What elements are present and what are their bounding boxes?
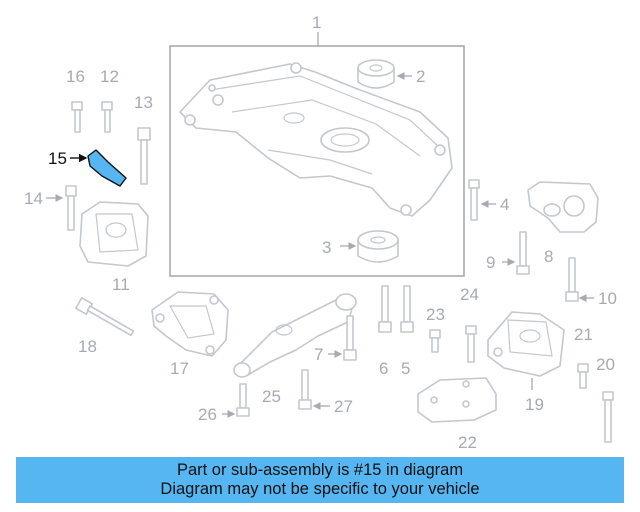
bolt-14: 14 [24,185,77,231]
mount-11: 11 [79,201,149,294]
bolt-12: 12 [100,67,119,133]
bolt-7: 7 [314,315,357,364]
bolt-26: 26 [198,383,250,424]
callout-6: 6 [379,359,388,378]
bracket-15: 15 [48,149,127,187]
callout-18: 18 [78,337,97,356]
bolt-18: 18 [75,297,135,356]
mount-3: 3 [322,230,399,263]
mount-22: 22 [417,377,497,452]
banner-line-2: Diagram may not be specific to your vehi… [160,480,480,498]
mount-8: 8 [527,181,599,266]
mount-19: 19 [487,311,565,414]
parts-diagram: 1 2 3 [24,13,617,452]
callout-14: 14 [24,189,43,208]
callout-3: 3 [322,238,331,257]
callout-5: 5 [401,359,410,378]
torque-arm-25: 25 [233,293,357,406]
bolt-10: 10 [565,257,617,308]
bolt-16: 16 [66,67,85,133]
callout-15: 15 [48,149,67,168]
callout-7: 7 [314,345,323,364]
callout-22: 22 [458,433,477,452]
callout-13: 13 [134,93,153,112]
mount-2: 2 [357,59,425,89]
callout-17: 17 [170,359,189,378]
callout-11: 11 [112,275,130,294]
bolt-13: 13 [134,93,153,185]
info-banner: Part or sub-assembly is #15 in diagram D… [16,457,624,503]
callout-2: 2 [416,67,425,86]
subframe-frame [169,45,465,277]
callout-9: 9 [486,253,495,272]
bolt-9: 9 [486,231,530,275]
callout-24: 24 [460,285,479,304]
subframe-part [179,62,453,217]
callout-10: 10 [598,289,617,308]
callout-12: 12 [100,67,119,86]
callout-20: 20 [596,355,615,374]
bolt-20: 20 [596,355,615,443]
callout-23: 23 [426,305,445,324]
callout-1: 1 [312,13,321,32]
callout-27: 27 [334,397,353,416]
callout-16: 16 [66,67,85,86]
bolt-6: 6 [378,285,392,378]
callout-21: 21 [574,325,593,344]
bolt-4: 4 [468,179,509,221]
bracket-17: 17 [151,291,229,378]
banner-line-1: Part or sub-assembly is #15 in diagram [176,461,464,479]
bolt-27: 27 [298,369,353,416]
highlighted-part-15 [87,149,127,187]
callout-4: 4 [500,195,509,214]
bolt-23: 23 [426,305,445,353]
bolt-24: 24 [460,285,479,363]
bolt-21: 21 [574,325,593,389]
callout-19: 19 [525,395,544,414]
callout-26: 26 [198,405,217,424]
callout-8: 8 [544,247,553,266]
subframe-group: 1 2 3 [169,13,465,277]
bolt-5: 5 [400,285,414,378]
callout-25: 25 [262,387,281,406]
